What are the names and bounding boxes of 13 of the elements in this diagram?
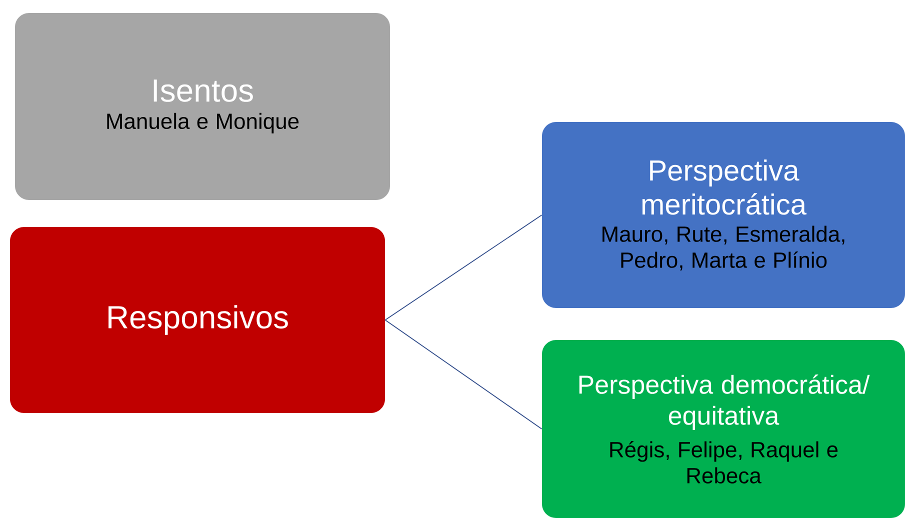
heading: Responsivos bbox=[108, 305, 288, 335]
member-list: Mauro, Rute, Esmeralda, Pedro, Marta e Plínio bbox=[602, 226, 844, 270]
heading: Isentos bbox=[154, 80, 253, 102]
member-list: Régis, Felipe, Raquel e Rebeca bbox=[610, 441, 838, 484]
heading: Perspectiva democrática/ equitativa bbox=[579, 374, 870, 430]
connector-line bbox=[384, 320, 542, 430]
connector-line bbox=[384, 214, 542, 320]
category-box bbox=[542, 122, 905, 308]
category-box bbox=[15, 13, 390, 200]
heading: Perspectiva meritocrática bbox=[642, 159, 806, 215]
category-box bbox=[10, 227, 385, 413]
category-box bbox=[542, 340, 905, 518]
member-list: Manuela e Monique bbox=[107, 112, 299, 134]
